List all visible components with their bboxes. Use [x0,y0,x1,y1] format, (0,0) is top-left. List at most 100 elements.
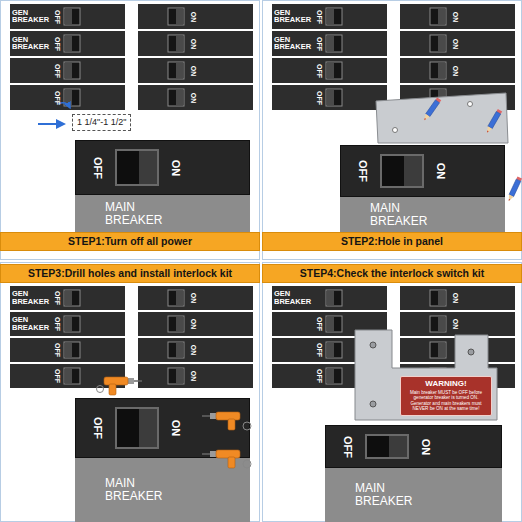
breaker-name: GEN BREAKER [12,290,54,306]
breaker-body [400,286,515,310]
breaker-body [10,286,125,310]
breaker-toggle [326,290,342,306]
breaker-toggle [326,342,342,358]
breaker-toggle [430,8,446,25]
breaker-toggle-half [176,317,183,331]
switch-label: ON [420,438,431,455]
breaker-toggle-half [438,291,445,305]
switch-label: OFF [54,317,61,331]
step-title: STEP2:Hole in panel [267,235,517,248]
switch-label: ON [190,11,197,22]
switch-label: OFF [316,10,323,24]
breaker-name: MAIN BREAKER [105,200,185,226]
switch-label: OFF [316,369,323,383]
breaker-toggle [168,368,184,384]
breaker-toggle-half [327,369,334,383]
breaker-toggle [168,8,184,25]
breaker-toggle-half [327,36,334,51]
step-banner: STEP2:Hole in panel [262,232,522,251]
breaker-label-plate [75,195,250,232]
breaker-name: GEN BREAKER [274,290,316,306]
breaker-toggle [326,62,342,79]
panel-frame [1,1,260,260]
breaker-toggle-half [65,63,72,78]
switch-label: ON [190,319,197,330]
step-banner: STEP3:Drill holes and install interlock … [0,264,260,283]
breaker-body [272,85,387,110]
breaker-name: MAIN BREAKER [105,477,185,503]
breaker-toggle-half [176,36,183,51]
breaker-toggle [64,35,80,52]
breaker-toggle [326,8,342,25]
pencil-icon [507,176,522,202]
breaker-body [138,312,253,336]
breaker-body [10,338,125,362]
switch-label: ON [170,420,181,437]
pencil-icon [485,109,502,134]
bolt [370,342,376,348]
breaker-toggle [365,434,409,459]
breaker-name: GEN BREAKER [274,36,316,52]
switch-label: ON [190,65,197,76]
breaker-toggle [430,35,446,52]
switch-label: OFF [54,91,61,105]
breaker-rows [10,4,515,388]
switch-label: ON [452,11,459,22]
breaker-toggle [168,316,184,332]
switch-label: OFF [342,436,353,458]
breaker-toggle-half [327,317,334,331]
breaker-toggle [430,62,446,79]
breaker-toggle-half [65,36,72,51]
breaker-body [138,58,253,83]
breaker-toggle-half [65,291,72,305]
breaker-toggle [430,342,446,358]
breaker-body [10,85,125,110]
switch-label: ON [190,293,197,304]
breaker-body [272,58,387,83]
breaker-toggle [115,407,159,449]
switch-label: OFF [54,37,61,51]
breaker-toggle [430,290,446,306]
switch-label: OFF [316,343,323,357]
switch-label: ON [190,38,197,49]
breaker-toggle-half [327,63,334,78]
hole-mark [468,102,473,107]
main-breaker: OFFONMAIN BREAKER [340,145,505,232]
dimension-label: 1 1/4"-1 1/2" [72,114,131,131]
breaker-toggle [64,368,80,384]
breaker-toggle [168,290,184,306]
breaker-toggle-half [65,317,72,331]
pencil-icon [422,97,441,121]
drill-overlay [198,404,258,478]
switch-label: ON [435,163,446,180]
breaker-body [138,338,253,362]
breaker-body [400,31,515,56]
breaker-toggle [168,62,184,79]
switch-label: ON [452,293,459,304]
panel-frame [263,263,522,522]
switch-label: ON [190,371,197,382]
breaker-toggle [168,89,184,106]
breaker-label-plate [325,468,502,522]
breaker-toggle-half [176,90,183,105]
switch-label: OFF [54,369,61,383]
breaker-toggle-half [65,9,72,24]
switch-label: OFF [316,317,323,331]
breaker-toggle [326,316,342,332]
breaker-body [400,4,515,29]
switch-label: OFF [92,417,103,439]
hole-mark [393,128,398,133]
switch-label: OFF [316,64,323,78]
breaker-toggle [326,35,342,52]
breaker-toggle-half [438,9,445,24]
switch-label: OFF [316,91,323,105]
step-title: STEP3:Drill holes and install interlock … [5,267,255,280]
panel-frame [1,263,260,522]
breaker-toggle-half [438,36,445,51]
breaker-toggle [64,316,80,332]
breaker-toggle-half [438,317,445,331]
breaker-toggle-half [65,369,72,383]
breaker-body [10,312,125,336]
switch-label: OFF [316,37,323,51]
